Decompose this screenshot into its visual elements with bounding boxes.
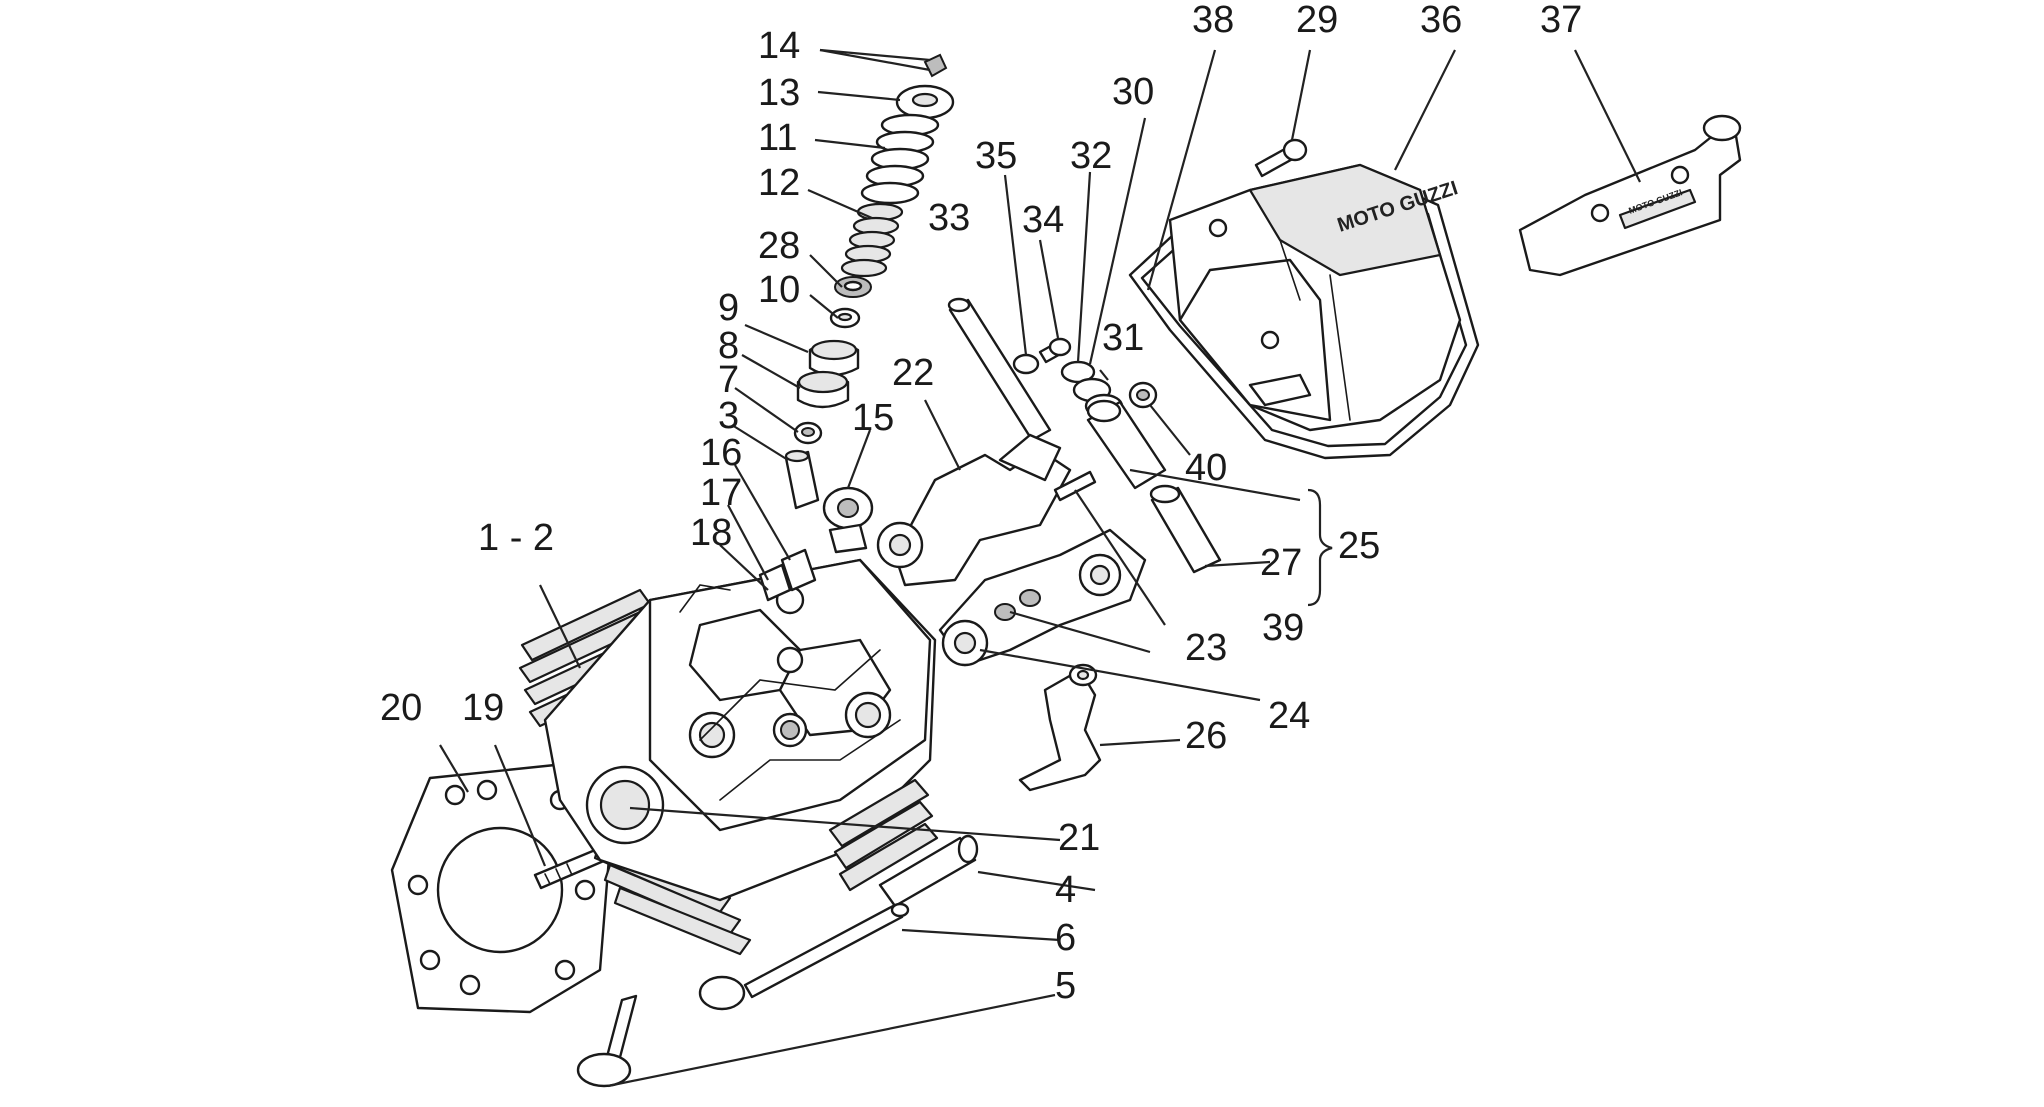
callout-39: 39 [1262, 607, 1304, 649]
callout-17: 17 [700, 472, 742, 514]
callout-30: 30 [1112, 71, 1154, 113]
callout-32: 32 [1070, 135, 1112, 177]
callout-9: 9 [718, 287, 739, 329]
rocker-arm-lower [938, 528, 1147, 667]
inner-spring [840, 202, 904, 278]
valve-spring-stack [784, 53, 955, 510]
pushrod [947, 297, 1052, 442]
callout-34: 34 [1022, 199, 1064, 241]
callout-16: 16 [700, 432, 742, 474]
callout-40: 40 [1185, 447, 1227, 489]
callout-24: 24 [1268, 695, 1310, 737]
callout-26: 26 [1185, 715, 1227, 757]
callout-18: 18 [690, 512, 732, 554]
callout-labels: 14 13 11 12 28 10 9 8 7 3 15 16 17 18 1 … [380, 0, 1582, 1007]
callout-22: 22 [892, 352, 934, 394]
valve-guide [878, 834, 979, 908]
callout-10: 10 [758, 269, 800, 311]
callout-8: 8 [718, 325, 739, 367]
callout-35: 35 [975, 135, 1017, 177]
callout-3: 3 [718, 395, 739, 437]
callout-38: 38 [1192, 0, 1234, 41]
intake-valve [698, 902, 910, 1011]
callout-36: 36 [1420, 0, 1462, 41]
callout-14: 14 [758, 25, 800, 67]
callout-5: 5 [1055, 965, 1076, 1007]
callout-31: 31 [1102, 317, 1144, 359]
callout-1-2: 1 - 2 [478, 517, 554, 559]
adjuster-parts [758, 486, 874, 602]
callout-27: 27 [1260, 542, 1302, 584]
callout-29: 29 [1296, 0, 1338, 41]
callout-15: 15 [852, 397, 894, 439]
cylinder-head [518, 558, 939, 956]
callout-12: 12 [758, 162, 800, 204]
rocker-shaft-parts [1012, 337, 1167, 502]
callout-33: 33 [928, 197, 970, 239]
breather-rail: MOTO GUZZI [1518, 114, 1742, 277]
callout-28: 28 [758, 225, 800, 267]
roller-sleeve [1149, 484, 1222, 574]
outer-spring [860, 113, 940, 205]
callout-23: 23 [1185, 627, 1227, 669]
cover-bolt [1254, 138, 1308, 178]
callout-19: 19 [462, 687, 504, 729]
callout-7: 7 [718, 359, 739, 401]
leader-lines [439, 48, 1641, 1088]
callout-21: 21 [1058, 817, 1100, 859]
callout-37: 37 [1540, 0, 1582, 41]
callout-25: 25 [1338, 525, 1380, 567]
callout-4: 4 [1055, 869, 1076, 911]
valve-cover: MOTO GUZZI [1168, 163, 1462, 432]
exhaust-valve [576, 994, 638, 1088]
callout-13: 13 [758, 72, 800, 114]
lifting-bracket [1018, 663, 1102, 792]
group-bracket-25 [1307, 488, 1333, 607]
callout-6: 6 [1055, 917, 1076, 959]
rocker-arm-upper [876, 433, 1072, 587]
callout-11: 11 [758, 117, 797, 159]
callout-20: 20 [380, 687, 422, 729]
